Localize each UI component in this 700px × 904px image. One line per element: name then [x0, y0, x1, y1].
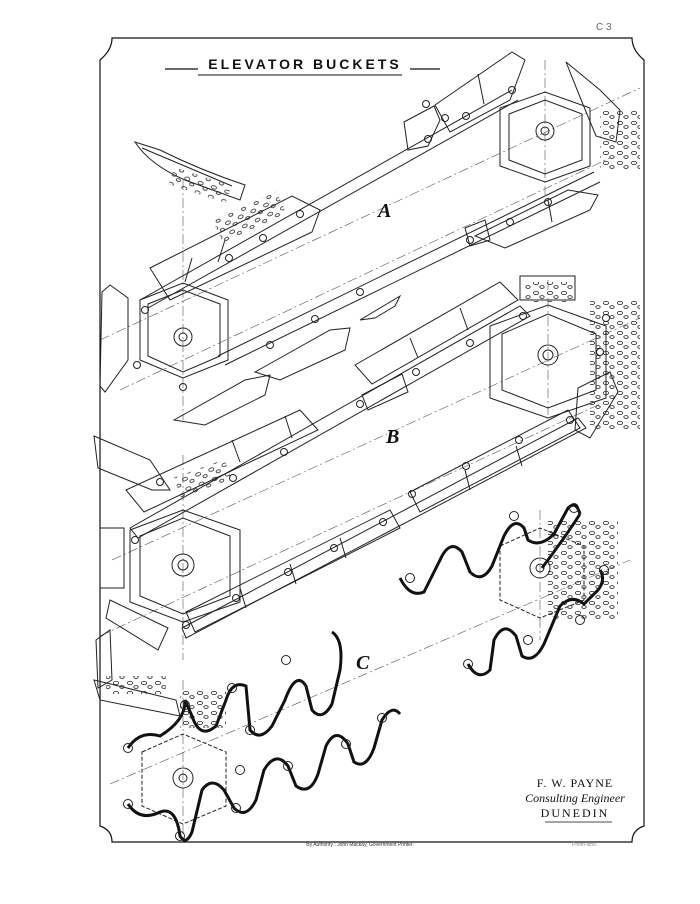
- engineer-place: DUNEDIN: [540, 806, 610, 820]
- diagram-c: [93, 503, 631, 842]
- printer-imprint: By Authority : John Mackay, Government P…: [306, 842, 414, 848]
- section-label-c: C: [356, 652, 370, 674]
- diagram-b-buckets: [93, 275, 619, 651]
- diagram-c-lower-sprocket: [141, 733, 227, 825]
- drawing-title: ELEVATOR BUCKETS: [208, 56, 402, 72]
- engineer-role: Consulting Engineer: [525, 791, 625, 805]
- diagram-a-buckets: [99, 51, 621, 426]
- process-stamp: Photo-litho.: [572, 842, 598, 848]
- diagram-a-upper-sprocket: [499, 91, 591, 183]
- diagram-b-lower-sprocket: [129, 509, 241, 623]
- diagram-a-chain-pins: [133, 86, 552, 391]
- diagram-a-centerlines: [99, 60, 641, 420]
- section-label-a: A: [378, 200, 392, 222]
- diagram-a-lower-sprocket: [139, 282, 229, 379]
- diagram-b: [93, 275, 641, 660]
- engineer-name: F. W. PAYNE: [536, 776, 614, 790]
- sheet-number: C 3: [596, 22, 612, 33]
- section-label-b: B: [386, 426, 400, 448]
- diagram-a: [99, 51, 641, 426]
- sheet-border: [99, 37, 645, 843]
